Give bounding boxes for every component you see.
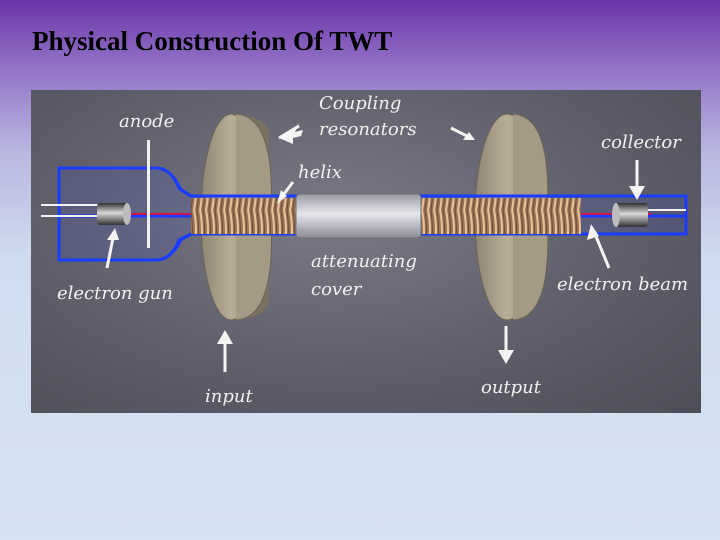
pointer-arrows bbox=[105, 124, 645, 372]
arrow-coupling-left-shaft bbox=[278, 124, 300, 140]
label-attenuating-line1: attenuating bbox=[311, 251, 417, 272]
collector bbox=[612, 203, 686, 227]
label-coupling-line1: Coupling bbox=[319, 93, 402, 114]
arrow-coupling-left bbox=[279, 124, 303, 144]
label-output: output bbox=[481, 377, 542, 398]
slide-title: Physical Construction Of TWT bbox=[32, 26, 393, 56]
twt-diagram bbox=[41, 113, 688, 372]
anode-plate-stub bbox=[147, 240, 150, 248]
helix-coil-right bbox=[421, 198, 581, 234]
anode-plate bbox=[147, 140, 150, 240]
label-input: input bbox=[205, 386, 253, 407]
label-electron-gun: electron gun bbox=[57, 283, 173, 304]
label-coupling-line2: resonators bbox=[319, 119, 417, 140]
label-anode: anode bbox=[119, 111, 175, 132]
electron-gun bbox=[41, 203, 131, 225]
attenuating-cover bbox=[295, 193, 422, 239]
label-electron-beam: electron beam bbox=[557, 274, 689, 295]
twt-diagram-panel: anode Coupling resonators helix collecto… bbox=[31, 90, 701, 413]
arrow-electron-gun bbox=[105, 237, 115, 269]
label-helix: helix bbox=[298, 162, 342, 183]
arrow-electron-beam bbox=[593, 233, 611, 269]
label-attenuating-line2: cover bbox=[311, 279, 362, 300]
helix-coil-left bbox=[191, 198, 296, 234]
label-collector: collector bbox=[601, 132, 681, 153]
